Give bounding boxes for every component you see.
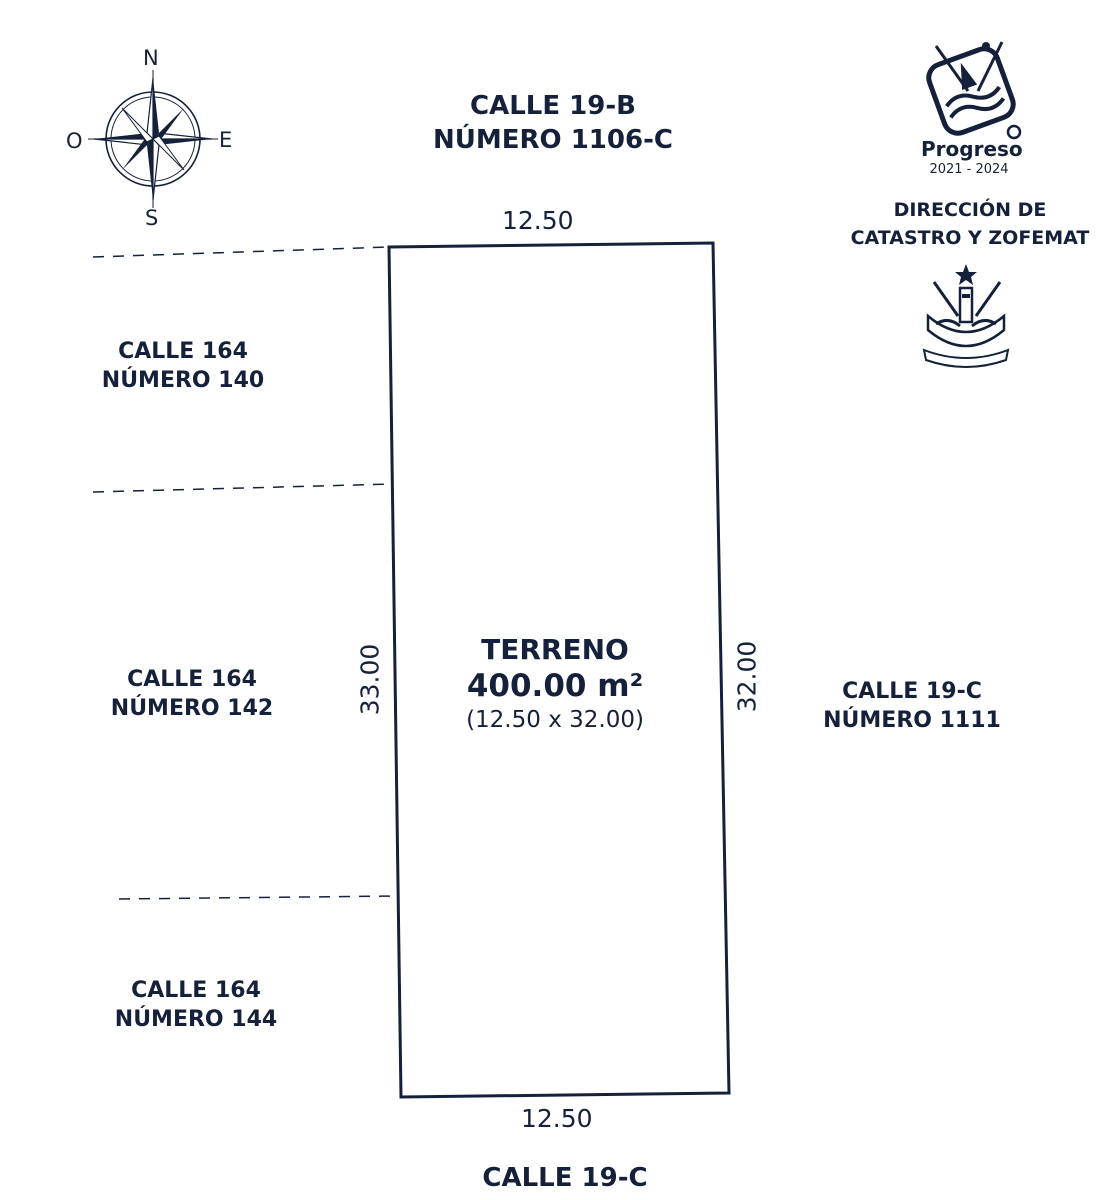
department-title: DIRECCIÓN DE CATASTRO Y ZOFEMAT: [846, 196, 1094, 252]
compass-north-label: N: [143, 46, 159, 70]
progreso-logo-icon: [926, 41, 1022, 140]
street-right-line1: CALLE 19-C: [842, 679, 982, 704]
dimension-right: 32.00: [732, 640, 762, 713]
compass-rose-icon: [88, 70, 218, 208]
municipal-seal-icon: [922, 264, 1010, 368]
department-line1: DIRECCIÓN DE: [893, 199, 1047, 221]
dimension-bottom: 12.50: [521, 1104, 593, 1133]
department-line2: CATASTRO Y ZOFEMAT: [850, 227, 1090, 250]
street-right-line2: NÚMERO 1111: [823, 707, 1001, 733]
neighbor-3-line1: CALLE 164: [131, 978, 261, 1003]
compass-south-label: S: [145, 206, 159, 230]
neighbor-label-3: CALLE 164 NÚMERO 144: [106, 977, 286, 1034]
dimension-left: 33.00: [355, 643, 385, 716]
logo-text: Progreso: [921, 137, 1023, 161]
neighbor-1-line1: CALLE 164: [118, 339, 248, 364]
lot-boundary: [387, 241, 731, 1099]
neighbor-2-line2: NÚMERO 142: [110, 695, 274, 721]
neighbor-boundary-1: [92, 246, 390, 258]
neighbor-boundary-2: [92, 483, 394, 493]
lot-label: TERRENO: [481, 633, 629, 666]
neighbor-3-line2: NÚMERO 144: [114, 1006, 278, 1032]
lot-area: 400.00 m²: [466, 668, 644, 705]
street-right-label: CALLE 19-C NÚMERO 1111: [822, 678, 1002, 735]
neighbor-label-2: CALLE 164 NÚMERO 142: [102, 666, 282, 723]
lot-info: TERRENO 400.00 m² (12.50 x 32.00): [430, 632, 680, 735]
street-bottom-line1: CALLE 19-C: [482, 1163, 648, 1193]
street-bottom-label: CALLE 19-C: [460, 1162, 670, 1196]
compass-east-label: E: [219, 128, 233, 152]
neighbor-label-1: CALLE 164 NÚMERO 140: [93, 338, 273, 395]
neighbor-boundary-3: [118, 895, 398, 900]
dimension-top: 12.50: [502, 206, 574, 235]
street-top-line2: NÚMERO 1106-C: [433, 124, 673, 155]
lot-dimensions: (12.50 x 32.00): [466, 706, 644, 733]
neighbor-2-line1: CALLE 164: [127, 667, 257, 692]
neighbor-1-line2: NÚMERO 140: [101, 367, 265, 393]
street-top-label: CALLE 19-B NÚMERO 1106-C: [430, 90, 676, 158]
compass-west-label: O: [66, 129, 83, 153]
logo-years: 2021 - 2024: [929, 162, 1009, 177]
street-top-line1: CALLE 19-B: [470, 91, 636, 121]
